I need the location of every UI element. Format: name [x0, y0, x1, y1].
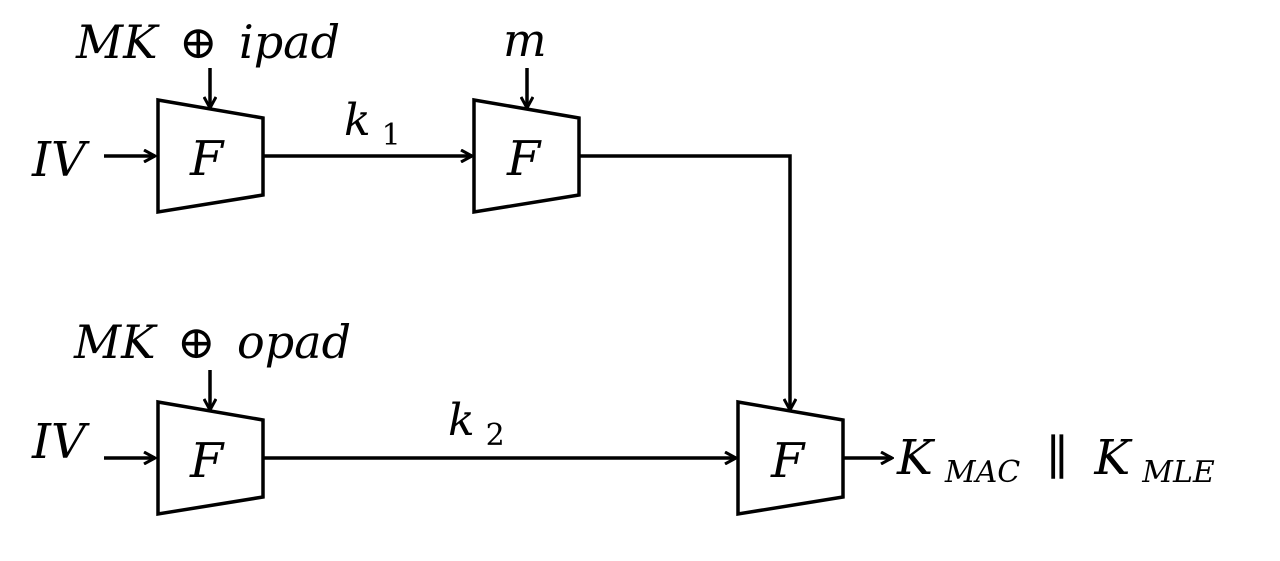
f-block-top-right	[472, 97, 581, 215]
f-label-top-right: F	[506, 131, 542, 187]
k2-label: k 2	[448, 395, 505, 453]
f-block-top-left	[156, 97, 265, 215]
f-block-bottom-left	[156, 399, 265, 517]
top-row: IV MK ⊕ ipad F k 1 m F	[31, 13, 790, 410]
k1-label: k 1	[344, 95, 401, 153]
f-label-top-left: F	[189, 131, 225, 187]
f-label-bottom-right: F	[770, 433, 806, 489]
iv-bottom-label: IV	[31, 414, 90, 470]
f-label-bottom-left: F	[189, 433, 225, 489]
output-label: K MAC ∥ K MLE	[896, 430, 1215, 493]
mk-opad-label: MK ⊕ opad	[73, 315, 351, 369]
iv-top-label: IV	[31, 132, 90, 188]
mk-ipad-label: MK ⊕ ipad	[75, 15, 340, 69]
bottom-row: IV MK ⊕ opad F k 2 F K MAC ∥ K MLE	[31, 315, 1215, 517]
f-block-bottom-right	[736, 399, 845, 517]
message-label: m	[503, 13, 547, 67]
top-to-final-connector	[579, 154, 790, 410]
